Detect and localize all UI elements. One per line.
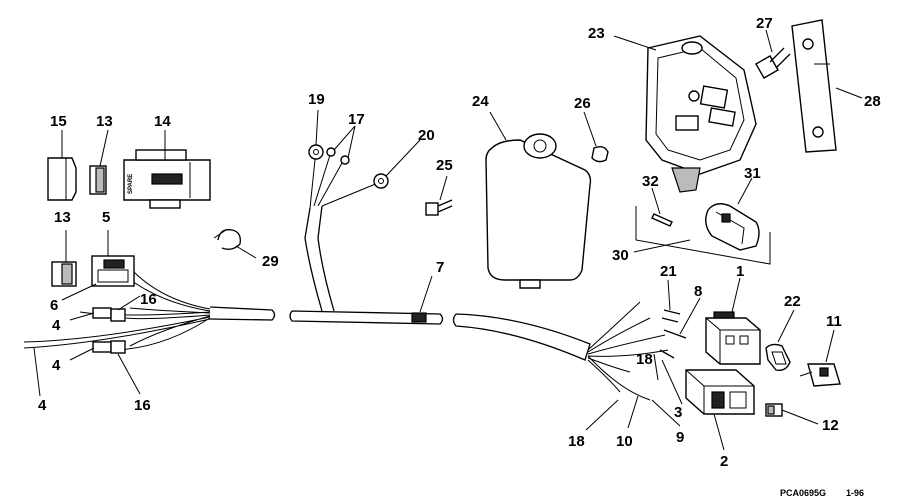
leader-lines [33, 29, 863, 451]
wiring-harness [23, 144, 669, 401]
callout-5: 5 [102, 209, 110, 226]
callout-6: 6 [50, 297, 58, 314]
callout-22: 22 [784, 293, 801, 310]
bracket-line-30 [635, 206, 771, 265]
callout-29: 29 [262, 253, 279, 270]
callout-13: 13 [54, 209, 71, 226]
callout-13: 13 [96, 113, 113, 130]
screw-25 [425, 199, 453, 216]
callout-23: 23 [588, 25, 605, 42]
fuse-connector-assembly [51, 255, 135, 287]
connector-11 [799, 363, 841, 387]
control-module-24 [485, 133, 592, 289]
callout-7: 7 [436, 259, 444, 276]
callout-11: 11 [826, 313, 842, 330]
callout-16: 16 [134, 397, 151, 414]
screw-27 [755, 47, 791, 79]
callout-31: 31 [744, 165, 761, 182]
callout-27: 27 [756, 15, 773, 32]
callout-8: 8 [694, 283, 702, 300]
callout-3: 3 [674, 404, 682, 421]
callout-2: 2 [720, 453, 728, 470]
figure-date: 1-96 [846, 488, 864, 498]
figure-code: PCA0695G [780, 488, 826, 498]
callout-17: 17 [348, 111, 365, 128]
callout-18: 18 [568, 433, 585, 450]
plug-12 [765, 403, 783, 417]
callout-24: 24 [472, 93, 489, 110]
connector-31 [705, 203, 760, 251]
callout-1: 1 [736, 263, 744, 280]
callout-12: 12 [822, 417, 839, 434]
connector-1 [705, 311, 761, 365]
pin-32 [651, 213, 673, 227]
spare-label: SPARE [128, 174, 134, 194]
pins-21-8 [659, 309, 687, 359]
callout-4: 4 [52, 357, 61, 374]
fuse-holder-assembly: SPARE [47, 149, 211, 209]
plate-28 [791, 19, 837, 153]
callout-14: 14 [154, 113, 171, 130]
callout-18: 18 [636, 351, 653, 368]
callout-4: 4 [38, 397, 47, 414]
callout-numbers: 1 2 3 4 4 4 5 6 7 8 9 10 11 12 13 13 14 … [38, 15, 881, 470]
callout-20: 20 [418, 127, 435, 144]
callout-21: 21 [660, 263, 677, 280]
bracket-23 [645, 35, 757, 193]
callout-28: 28 [864, 93, 881, 110]
callout-30: 30 [612, 247, 629, 264]
callout-15: 15 [50, 113, 67, 130]
callout-10: 10 [616, 433, 633, 450]
callout-26: 26 [574, 95, 591, 112]
callout-4: 4 [52, 317, 61, 334]
wire-terminals-left [92, 307, 126, 354]
callout-32: 32 [642, 173, 659, 190]
grommet-22 [765, 343, 791, 372]
callout-9: 9 [676, 429, 684, 446]
cap-26 [591, 145, 609, 163]
callout-19: 19 [308, 91, 325, 108]
callout-25: 25 [436, 157, 453, 174]
clamp-29 [213, 229, 241, 250]
connector-2 [685, 369, 755, 415]
callout-16: 16 [140, 291, 157, 308]
